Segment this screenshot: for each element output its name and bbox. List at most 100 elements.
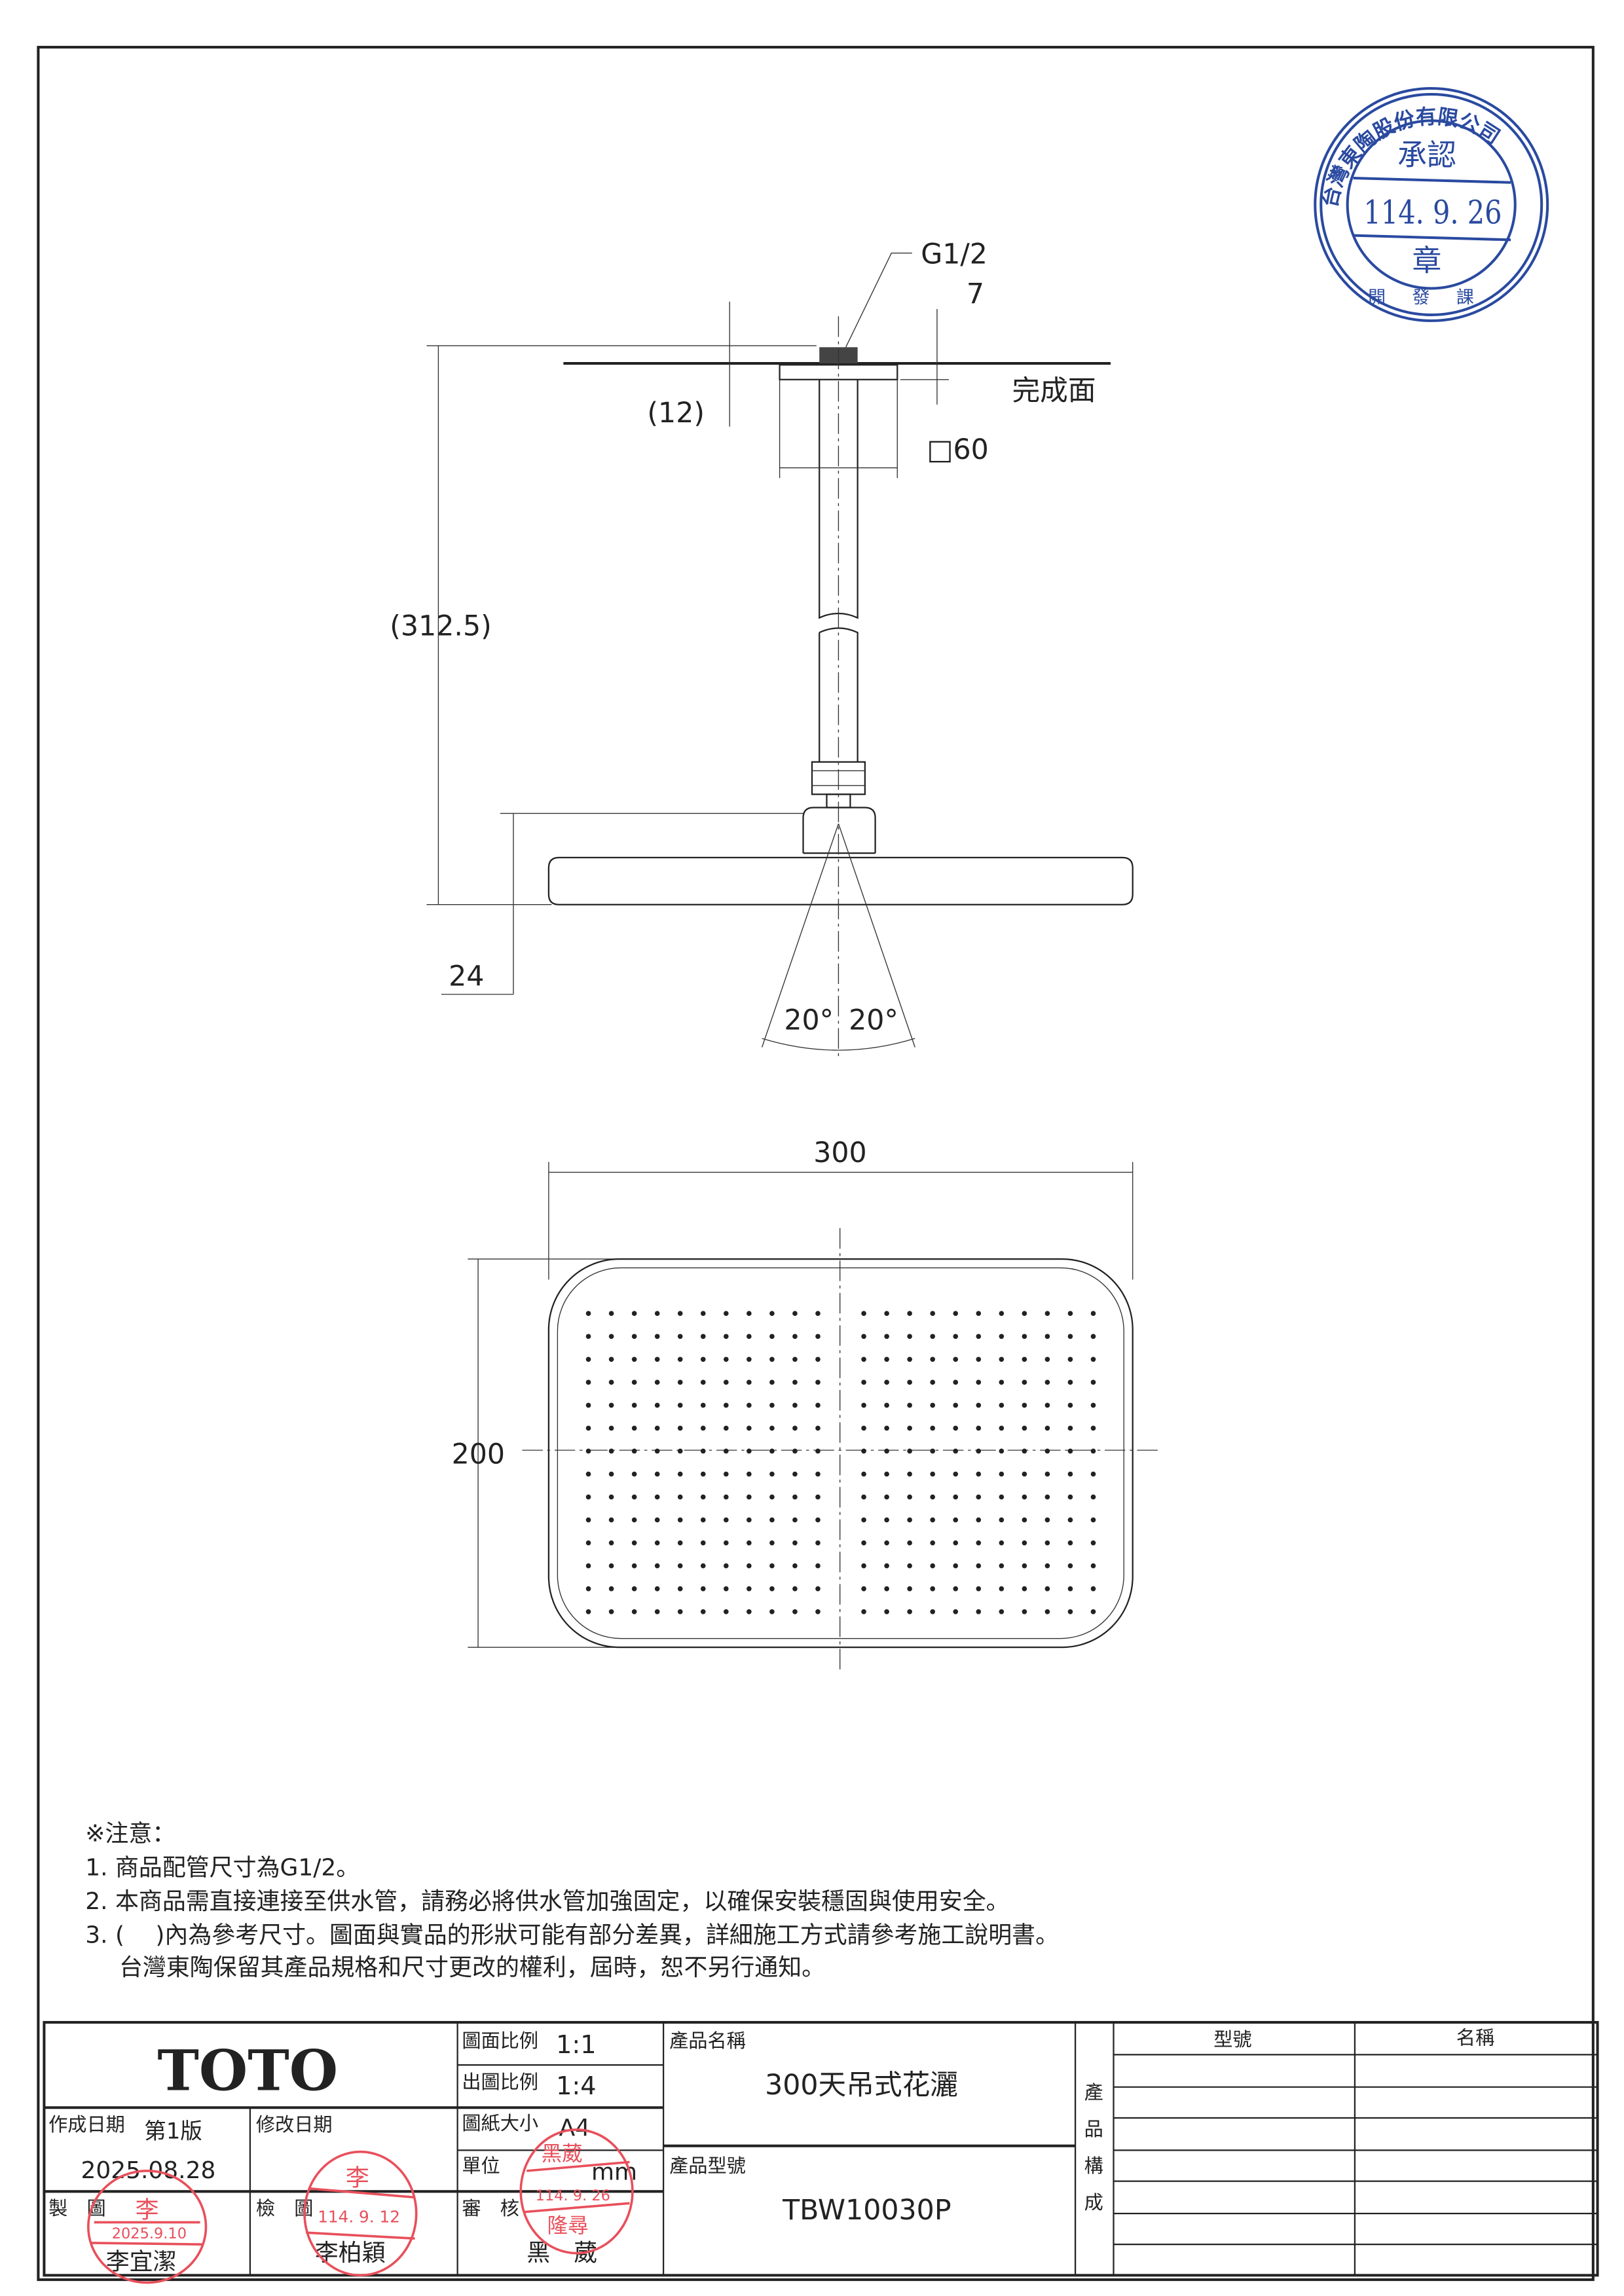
nozzle-dot [723, 1517, 729, 1523]
nozzle-dot [608, 1402, 614, 1408]
nozzle-dot [769, 1311, 775, 1317]
nozzle-dot [884, 1425, 889, 1431]
nozzle-dot [700, 1540, 706, 1546]
nozzle-dot [769, 1448, 775, 1454]
nozzle-dot [815, 1357, 821, 1362]
nozzle-dot [654, 1311, 660, 1317]
nozzle-dot [999, 1448, 1005, 1454]
stamp-sub: 隆尋 [547, 2214, 589, 2238]
approval-stamp: 台灣東陶股份有限公司 承認 114. 9. 26 章 開發課 [1314, 86, 1549, 322]
nozzle-dot [884, 1586, 889, 1592]
thread-leader [845, 252, 912, 348]
nozzle-dot [907, 1425, 912, 1431]
nozzle-dot [631, 1563, 637, 1569]
nozzle-dot [792, 1609, 798, 1614]
nozzle-dot [953, 1425, 959, 1431]
nozzle-dot [769, 1494, 775, 1500]
nozzle-dot [723, 1425, 729, 1431]
nozzle-dot [769, 1425, 775, 1431]
nozzle-dot [723, 1540, 729, 1546]
nozzle-dot [907, 1494, 912, 1500]
nozzle-dot [677, 1609, 683, 1614]
nozzle-dot [723, 1334, 729, 1339]
stamp-title: 承認 [1397, 137, 1456, 172]
nozzle-dot [999, 1334, 1005, 1339]
nozzle-dot [769, 1402, 775, 1408]
note-3: 3. ( )內為參考尺寸。圖面與實品的形狀可能有部分差異，詳細施工方式請參考施工… [85, 1922, 1059, 1949]
nozzle-dot [884, 1448, 889, 1454]
nozzle-dot [723, 1402, 729, 1408]
nozzle-dot [1090, 1563, 1096, 1569]
nozzle-dot [792, 1448, 798, 1454]
nozzle-dot [700, 1334, 706, 1339]
nozzle-dot [861, 1540, 866, 1546]
nozzle-dot [953, 1517, 959, 1523]
dim-312-5: (312.5) [390, 610, 491, 643]
dim-60: □60 [927, 433, 989, 466]
stamp-date: 114. 9. 26 [536, 2187, 610, 2204]
nozzle-dot [1044, 1448, 1050, 1454]
product-model: TBW10030P [782, 2194, 951, 2227]
nozzle-dot [884, 1311, 889, 1317]
nozzle-dot [953, 1357, 959, 1362]
nozzle-dot [999, 1563, 1005, 1569]
nozzle-dot [608, 1563, 614, 1569]
revised-label: 修改日期 [256, 2113, 333, 2136]
nozzle-dot [1044, 1517, 1050, 1523]
product-model-label: 產品型號 [669, 2155, 746, 2177]
nozzle-dot [907, 1517, 912, 1523]
nozzle-dot [585, 1540, 591, 1546]
stamp-checked: 李 114. 9. 12 [303, 2150, 418, 2277]
nozzle-dot [608, 1540, 614, 1546]
nozzle-dot [631, 1402, 637, 1408]
nozzle-dot [747, 1586, 752, 1592]
nozzle-dot [677, 1494, 683, 1500]
nozzle-dot [907, 1334, 912, 1339]
col-name-header: 名稱 [1456, 2027, 1494, 2049]
notes: ※注意： 1. 商品配管尺寸為G1/2。 2. 本商品需直接連接至供水管，請務必… [85, 1821, 1059, 1981]
nozzle-dot [631, 1425, 637, 1431]
nozzle-dot [861, 1311, 866, 1317]
dim-200: 200 [452, 1438, 505, 1470]
nozzle-dot [747, 1379, 752, 1385]
nozzle-dot [930, 1494, 936, 1500]
head-joint [802, 807, 876, 854]
nozzle-dot [1067, 1334, 1073, 1339]
side-view: G1/2 7 完成面 (12) □60 (312.5) 24 20° 20° [390, 238, 1134, 1059]
nozzle-dot [953, 1471, 959, 1477]
nozzle-dot [999, 1494, 1005, 1500]
nozzle-dot [953, 1379, 959, 1385]
nozzle-dot [585, 1494, 591, 1500]
nozzle-dot [1067, 1563, 1073, 1569]
drawing-scale: 1:1 [556, 2031, 596, 2060]
nozzle-dot [631, 1540, 637, 1546]
nozzle-dot [930, 1540, 936, 1546]
nozzle-dot [907, 1563, 912, 1569]
nozzle-dot [815, 1334, 821, 1339]
print-scale: 1:4 [556, 2072, 596, 2101]
nozzle-dot [976, 1540, 982, 1546]
nozzle-dot [700, 1311, 706, 1317]
nozzle-dot [884, 1471, 889, 1477]
nozzle-dot [976, 1586, 982, 1592]
nozzle-dot [585, 1471, 591, 1477]
nozzle-dot [999, 1609, 1005, 1614]
nozzle-dot [792, 1402, 798, 1408]
nozzle-dot [608, 1517, 614, 1523]
nozzle-dot [884, 1334, 889, 1339]
nozzle-dot [677, 1425, 683, 1431]
nozzle-dot [1022, 1494, 1027, 1500]
nozzle-dot [631, 1471, 637, 1477]
nozzle-dot [654, 1448, 660, 1454]
stamp-name: 李 [136, 2197, 159, 2224]
nozzle-dot [723, 1609, 729, 1614]
nozzle-dot [1067, 1311, 1073, 1317]
nozzle-dot [654, 1540, 660, 1546]
nozzle-dot [654, 1609, 660, 1614]
nozzle-dot [907, 1357, 912, 1362]
nozzle-dot [815, 1448, 821, 1454]
nozzle-dot [585, 1586, 591, 1592]
nozzle-dot [769, 1471, 775, 1477]
nozzle-dot [677, 1448, 683, 1454]
nozzle-dot [1067, 1471, 1073, 1477]
